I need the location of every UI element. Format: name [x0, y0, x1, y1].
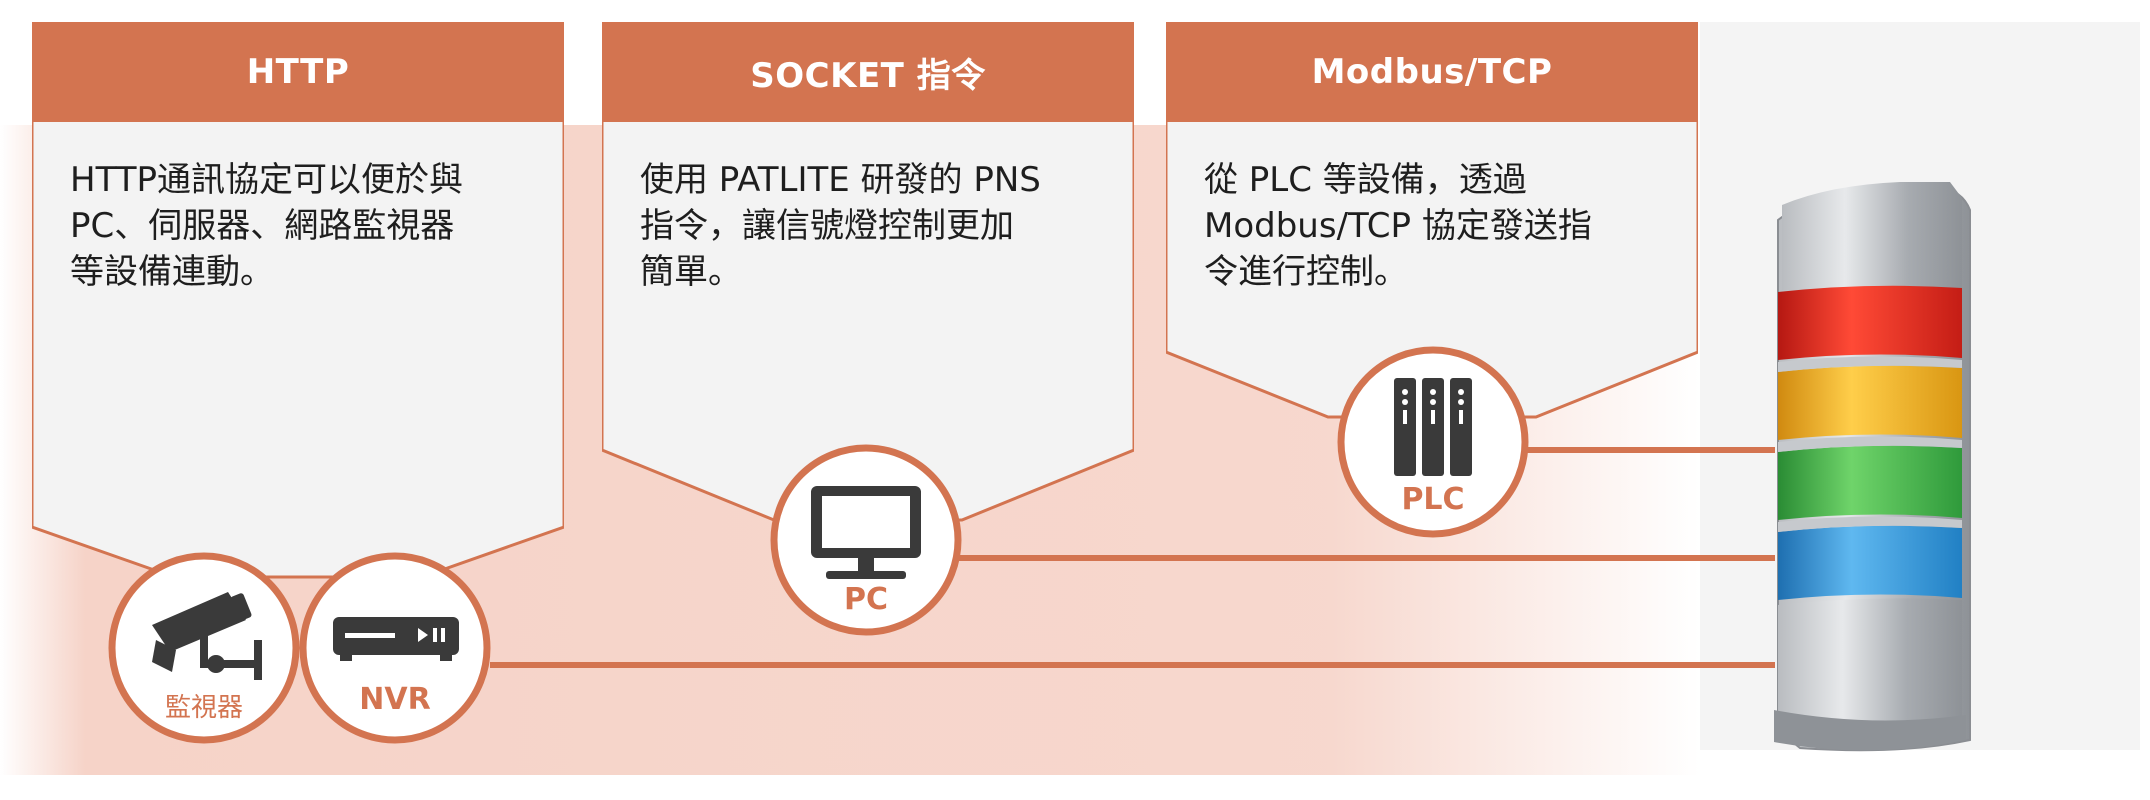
nvr-node	[299, 552, 491, 744]
card-modbus-title: Modbus/TCP	[1166, 22, 1698, 122]
plc-rack-icon	[1394, 378, 1472, 476]
plc-label: PLC	[1401, 482, 1465, 517]
monitor-icon	[811, 486, 921, 579]
camera-node	[108, 552, 300, 744]
tower-tier-blue	[1778, 525, 1962, 600]
pc-node	[770, 444, 962, 636]
tower-tier-green	[1778, 445, 1962, 520]
camera-label: 監視器	[164, 693, 243, 723]
card-modbus-body: 從 PLC 等設備，透過 Modbus/TCP 協定發送指 令進行控制。	[1204, 160, 1592, 292]
tower-tier-red	[1778, 285, 1962, 360]
card-socket-title: SOCKET 指令	[602, 22, 1134, 122]
signal-tower-icon	[1774, 182, 1971, 752]
card-http-title: HTTP	[32, 22, 564, 122]
plc-node	[1337, 346, 1529, 538]
card-modbus: Modbus/TCP 從 PLC 等設備，透過 Modbus/TCP 協定發送指…	[1166, 22, 1698, 442]
card-http: HTTP HTTP通訊協定可以便於與 PC、伺服器、網路監視器 等設備連動。	[32, 22, 564, 582]
tower-tier-amber	[1778, 365, 1962, 440]
nvr-label: NVR	[359, 682, 431, 717]
pc-label: PC	[843, 582, 888, 617]
security-camera-icon	[152, 592, 262, 680]
card-http-body: HTTP通訊協定可以便於與 PC、伺服器、網路監視器 等設備連動。	[70, 160, 464, 292]
card-socket: SOCKET 指令 使用 PATLITE 研發的 PNS 指令，讓信號燈控制更加…	[602, 22, 1134, 522]
card-socket-body: 使用 PATLITE 研發的 PNS 指令，讓信號燈控制更加 簡單。	[640, 160, 1041, 292]
nvr-recorder-icon	[333, 617, 459, 661]
card-socket-shape	[602, 22, 1134, 522]
